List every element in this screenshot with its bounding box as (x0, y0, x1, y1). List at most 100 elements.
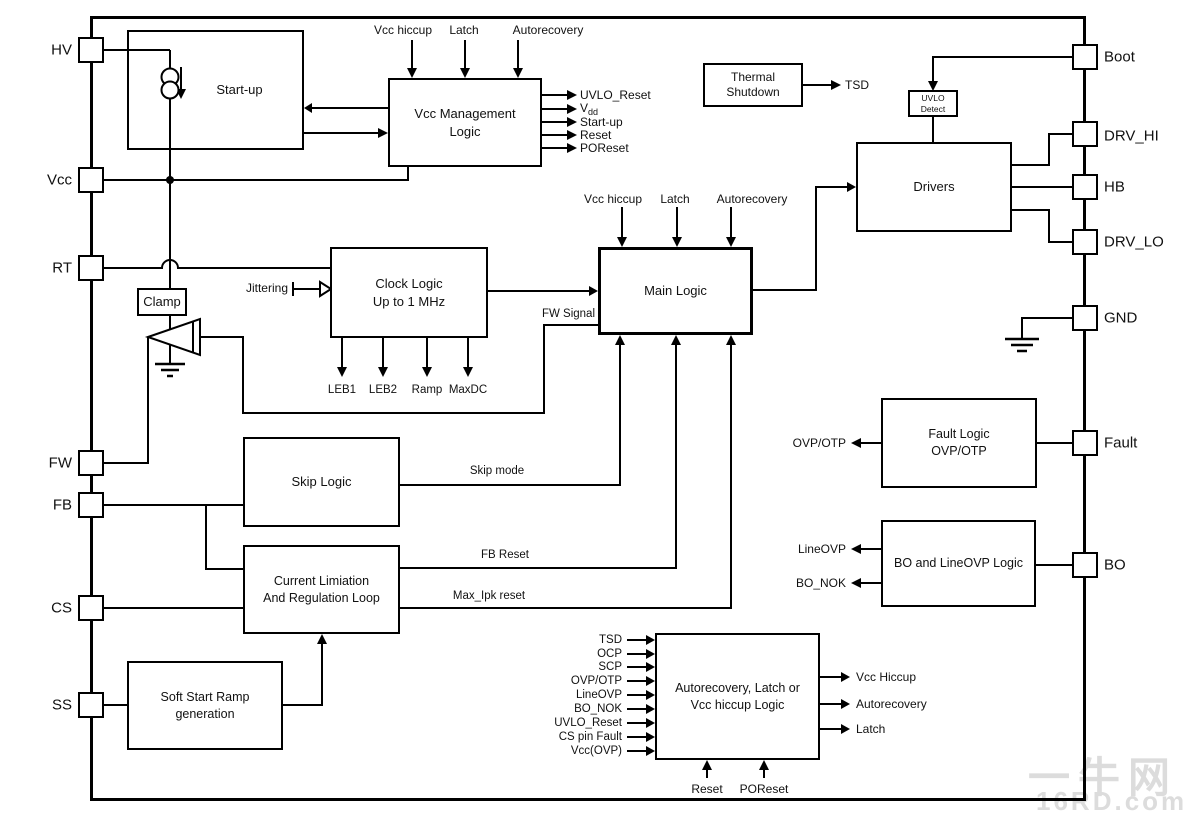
signal-max-ipk-reset: Max_Ipk reset (452, 590, 526, 602)
gnd-ground-icon (1005, 337, 1039, 353)
signal-in-bo-nok: BO_NOK (574, 703, 622, 715)
signal-out-autorecovery: Autorecovery (856, 697, 927, 711)
block-clock-line2: Up to 1 MHz (372, 293, 446, 309)
block-current-line1: Current Limiation (273, 573, 370, 588)
pin-vcc (78, 167, 104, 193)
pin-label-fault: Fault (1104, 434, 1138, 452)
signal-bo-nok-out: BO_NOK (795, 576, 846, 590)
signal-tsd: TSD (845, 78, 869, 92)
arrowheads (176, 68, 938, 770)
signal-lineovp-out: LineOVP (797, 542, 846, 556)
pin-drv-lo (1072, 229, 1098, 255)
signal-main-vcc-hiccup: Vcc hiccup (583, 192, 643, 206)
signal-poreset-in: POReset (739, 782, 789, 796)
pin-label-fw: FW (48, 454, 72, 472)
block-thermal-shutdown: Thermal Shutdown (703, 63, 803, 107)
pin-drv-hi (1072, 121, 1098, 147)
signal-vml-latch: Latch (449, 23, 479, 37)
block-soft-start-ramp: Soft Start Ramp generation (127, 661, 283, 750)
block-fault-line1: Fault Logic (928, 427, 990, 442)
block-skip-logic: Skip Logic (243, 437, 400, 527)
signal-in-ovp-otp: OVP/OTP (570, 675, 622, 687)
pin-fb (78, 492, 104, 518)
block-startup: Start-up (127, 30, 304, 150)
pin-label-drv-hi: DRV_HI (1104, 127, 1159, 145)
signal-in-lineovp: LineOVP (575, 689, 622, 701)
signal-leb1: LEB1 (327, 384, 357, 396)
signal-skip-mode: Skip mode (469, 465, 525, 477)
pin-fault (1072, 430, 1098, 456)
pin-label-rt: RT (52, 259, 72, 277)
pin-rt (78, 255, 104, 281)
signal-in-scp: SCP (598, 661, 622, 673)
block-current-line2: And Regulation Loop (263, 590, 380, 605)
signal-poreset-out: POReset (580, 141, 629, 155)
block-startup-label: Start-up (216, 82, 263, 98)
signal-vml-vcc-hiccup: Vcc hiccup (373, 23, 433, 37)
buffer-triangle-icon (144, 317, 201, 357)
watermark-domain: 16RD.com (1036, 786, 1185, 815)
junction-dot (166, 176, 174, 184)
signal-in-cs-pin-fault: CS pin Fault (558, 731, 622, 743)
signal-in-uvlo-reset: UVLO_Reset (554, 717, 622, 729)
block-uvlo-line1: UVLO (921, 93, 945, 104)
pin-label-fb: FB (52, 496, 72, 514)
pin-boot (1072, 44, 1098, 70)
block-main-logic: Main Logic (598, 247, 753, 335)
block-vcc-management-line2: Logic (449, 123, 481, 139)
block-clamp-label: Clamp (143, 294, 181, 310)
clamp-ground-icon (155, 362, 185, 378)
signal-maxdc: MaxDC (448, 384, 488, 396)
block-autorecovery-logic: Autorecovery, Latch or Vcc hiccup Logic (655, 633, 820, 760)
pin-ss (78, 692, 104, 718)
signal-leb2: LEB2 (368, 384, 398, 396)
signal-out-vcc-hiccup: Vcc Hiccup (856, 670, 917, 684)
block-vcc-management-logic: Vcc Management Logic (388, 78, 542, 167)
pin-label-bo: BO (1104, 556, 1126, 574)
vdd-base: V (580, 100, 589, 115)
pin-label-drv-lo: DRV_LO (1104, 233, 1164, 251)
signal-ramp: Ramp (411, 384, 443, 396)
pin-label-vcc: Vcc (46, 171, 72, 189)
pin-label-hb: HB (1104, 178, 1125, 196)
block-bo-lineovp-logic: BO and LineOVP Logic (881, 520, 1036, 607)
block-softstart-line2: generation (175, 706, 235, 721)
block-autorec-line2: Vcc hiccup Logic (690, 697, 785, 712)
block-clock-logic: Clock Logic Up to 1 MHz (330, 247, 488, 338)
signal-in-ocp: OCP (597, 648, 622, 660)
signal-main-latch: Latch (660, 192, 690, 206)
signal-main-autorecovery: Autorecovery (716, 192, 788, 206)
block-skip-logic-label: Skip Logic (291, 474, 352, 490)
block-fault-logic: Fault Logic OVP/OTP (881, 398, 1037, 488)
block-vcc-management-line1: Vcc Management (414, 105, 516, 121)
block-autorec-line1: Autorecovery, Latch or (675, 680, 800, 695)
signal-fw-signal: FW Signal (541, 308, 595, 320)
block-softstart-line1: Soft Start Ramp (160, 689, 250, 704)
block-current-limitation: Current Limiation And Regulation Loop (243, 545, 400, 634)
block-uvlo-line2: Detect (920, 103, 946, 114)
pin-gnd (1072, 305, 1098, 331)
block-bo-lineovp-label: BO and LineOVP Logic (893, 556, 1024, 571)
signal-reset-out: Reset (580, 128, 612, 142)
block-thermal-line1: Thermal (730, 70, 775, 84)
pin-bo (1072, 552, 1098, 578)
block-fault-line2: OVP/OTP (931, 444, 987, 458)
signal-reset-in: Reset (691, 782, 723, 796)
block-clamp: Clamp (137, 288, 187, 316)
signal-startup-out: Start-up (580, 115, 623, 129)
signal-jittering: Jittering (245, 281, 288, 295)
signal-out-latch: Latch (856, 722, 886, 736)
block-thermal-line2: Shutdown (726, 85, 780, 99)
block-uvlo-detect: UVLO Detect (908, 90, 958, 117)
pin-label-ss: SS (51, 696, 72, 714)
pin-hb (1072, 174, 1098, 200)
pin-hv (78, 37, 104, 63)
pin-cs (78, 595, 104, 621)
pin-label-cs: CS (51, 599, 72, 617)
block-clock-line1: Clock Logic (375, 275, 443, 291)
pin-label-boot: Boot (1104, 48, 1135, 66)
block-drivers: Drivers (856, 142, 1012, 232)
signal-ovp-otp-out: OVP/OTP (792, 436, 846, 450)
pin-label-gnd: GND (1104, 309, 1138, 327)
